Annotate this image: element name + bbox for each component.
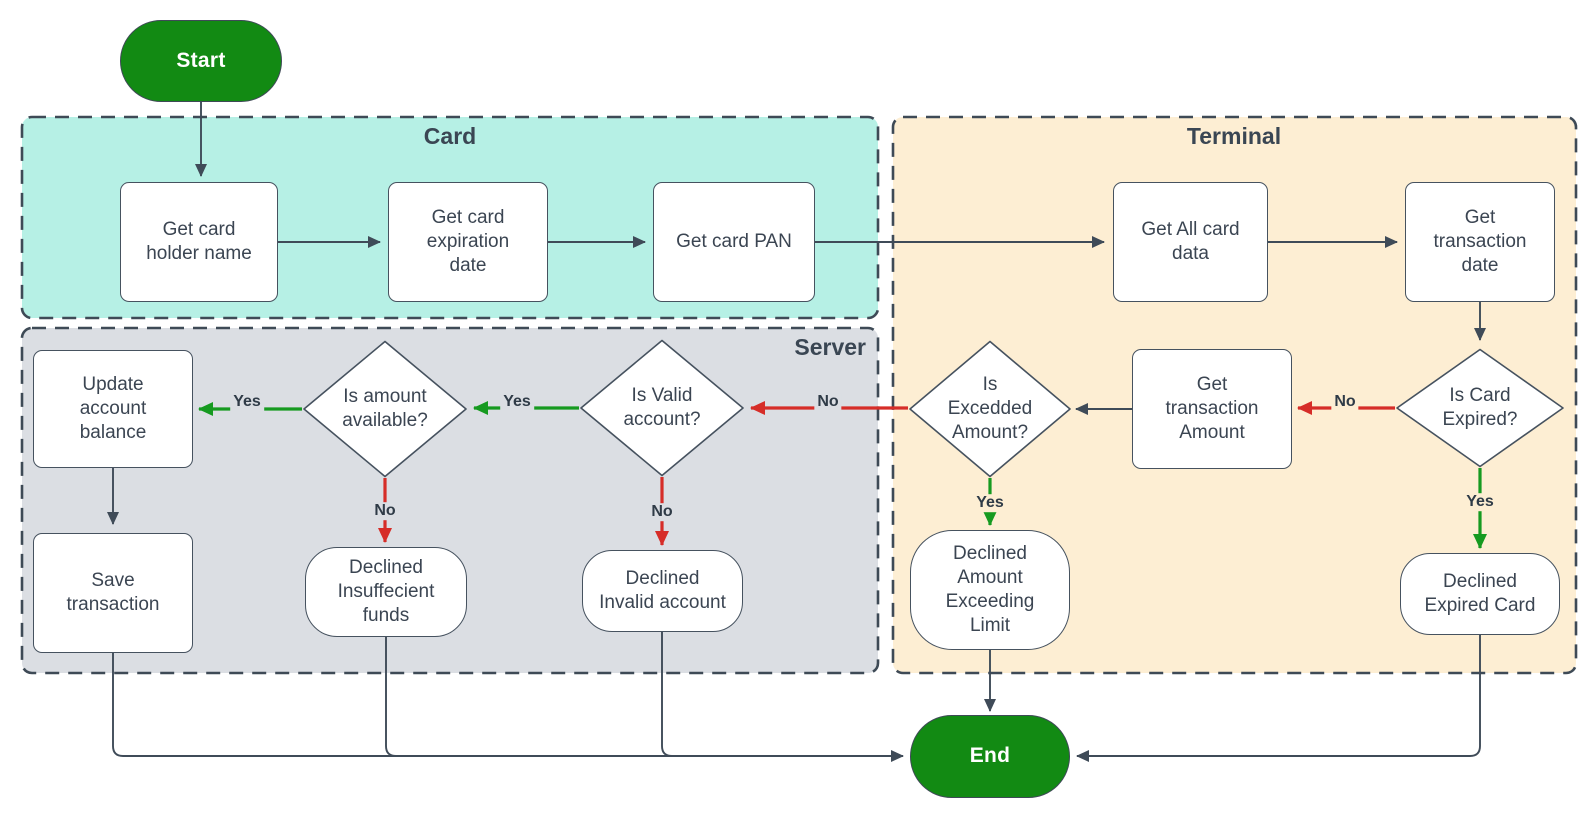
node-get-transaction-amount: Get transaction Amount bbox=[1132, 349, 1292, 469]
edge-insuffecient-to-end bbox=[385, 637, 890, 757]
lane-terminal-title: Terminal bbox=[1186, 123, 1282, 149]
decision-is-valid-account: Is Valid account? bbox=[579, 339, 745, 477]
lane-server-title: Server bbox=[794, 334, 866, 360]
decision-is-card-expired-label: Is Card Expired? bbox=[1442, 385, 1518, 430]
edge-label-amount-available-yes: Yes bbox=[230, 393, 264, 411]
node-get-all-card-data: Get All card data bbox=[1113, 182, 1268, 302]
node-get-transaction-amount-label: Get transaction Amount bbox=[1165, 374, 1259, 443]
node-save-transaction: Save transaction bbox=[33, 533, 193, 653]
node-get-card-expiration-date: Get card expiration date bbox=[388, 182, 548, 302]
decision-is-valid-account-label: Is Valid account? bbox=[623, 385, 701, 430]
decision-is-excedded-amount: Is Excedded Amount? bbox=[908, 340, 1072, 478]
edge-label-amount-available-no: No bbox=[371, 502, 399, 520]
node-declined-insuffecient-funds: Declined Insuffecient funds bbox=[305, 547, 467, 637]
node-declined-invalid-account-label: Declined Invalid account bbox=[599, 568, 726, 613]
node-declined-insuffecient-funds-label: Declined Insuffecient funds bbox=[337, 557, 435, 626]
edge-label-excedded-amount-yes: Yes bbox=[973, 494, 1007, 512]
edge-label-card-expired-no: No bbox=[1331, 393, 1359, 411]
node-get-transaction-date-label: Get transaction date bbox=[1433, 207, 1527, 276]
node-end-label: End bbox=[969, 744, 1011, 768]
node-get-card-holder-name-label: Get card holder name bbox=[146, 219, 252, 264]
decision-is-amount-available-label: Is amount available? bbox=[342, 386, 428, 431]
edge-save-to-end bbox=[112, 653, 890, 757]
node-declined-expired-card: Declined Expired Card bbox=[1400, 553, 1560, 635]
edge-label-valid-account-yes: Yes bbox=[500, 393, 534, 411]
node-start-label: Start bbox=[176, 48, 226, 72]
edge-label-valid-account-no: No bbox=[648, 503, 676, 521]
node-declined-amount-exceeding-limit-label: Declined Amount Exceeding Limit bbox=[945, 543, 1035, 636]
node-declined-expired-card-label: Declined Expired Card bbox=[1424, 571, 1536, 616]
node-update-account-balance: Update account balance bbox=[33, 350, 193, 468]
node-save-transaction-label: Save transaction bbox=[66, 570, 160, 615]
node-end: End bbox=[910, 715, 1070, 798]
node-declined-amount-exceeding-limit: Declined Amount Exceeding Limit bbox=[910, 530, 1070, 650]
node-get-card-pan-label: Get card PAN bbox=[676, 231, 792, 253]
node-get-transaction-date: Get transaction date bbox=[1405, 182, 1555, 302]
edge-label-excedded-amount-no: No bbox=[814, 393, 842, 411]
node-start: Start bbox=[120, 20, 282, 102]
node-get-card-holder-name: Get card holder name bbox=[120, 182, 278, 302]
decision-is-excedded-amount-label: Is Excedded Amount? bbox=[947, 374, 1033, 443]
lane-card-title: Card bbox=[423, 123, 477, 149]
edge-expiredcard-to-end bbox=[1076, 635, 1481, 762]
node-declined-invalid-account: Declined Invalid account bbox=[582, 550, 743, 632]
node-get-all-card-data-label: Get All card data bbox=[1141, 219, 1240, 264]
decision-is-amount-available: Is amount available? bbox=[302, 340, 468, 478]
node-update-account-balance-label: Update account balance bbox=[79, 374, 147, 443]
edge-label-card-expired-yes: Yes bbox=[1463, 493, 1497, 511]
decision-is-card-expired: Is Card Expired? bbox=[1395, 348, 1565, 468]
node-get-card-expiration-date-label: Get card expiration date bbox=[426, 207, 510, 276]
node-get-card-pan: Get card PAN bbox=[653, 182, 815, 302]
edge-invalid-to-end bbox=[661, 632, 904, 762]
